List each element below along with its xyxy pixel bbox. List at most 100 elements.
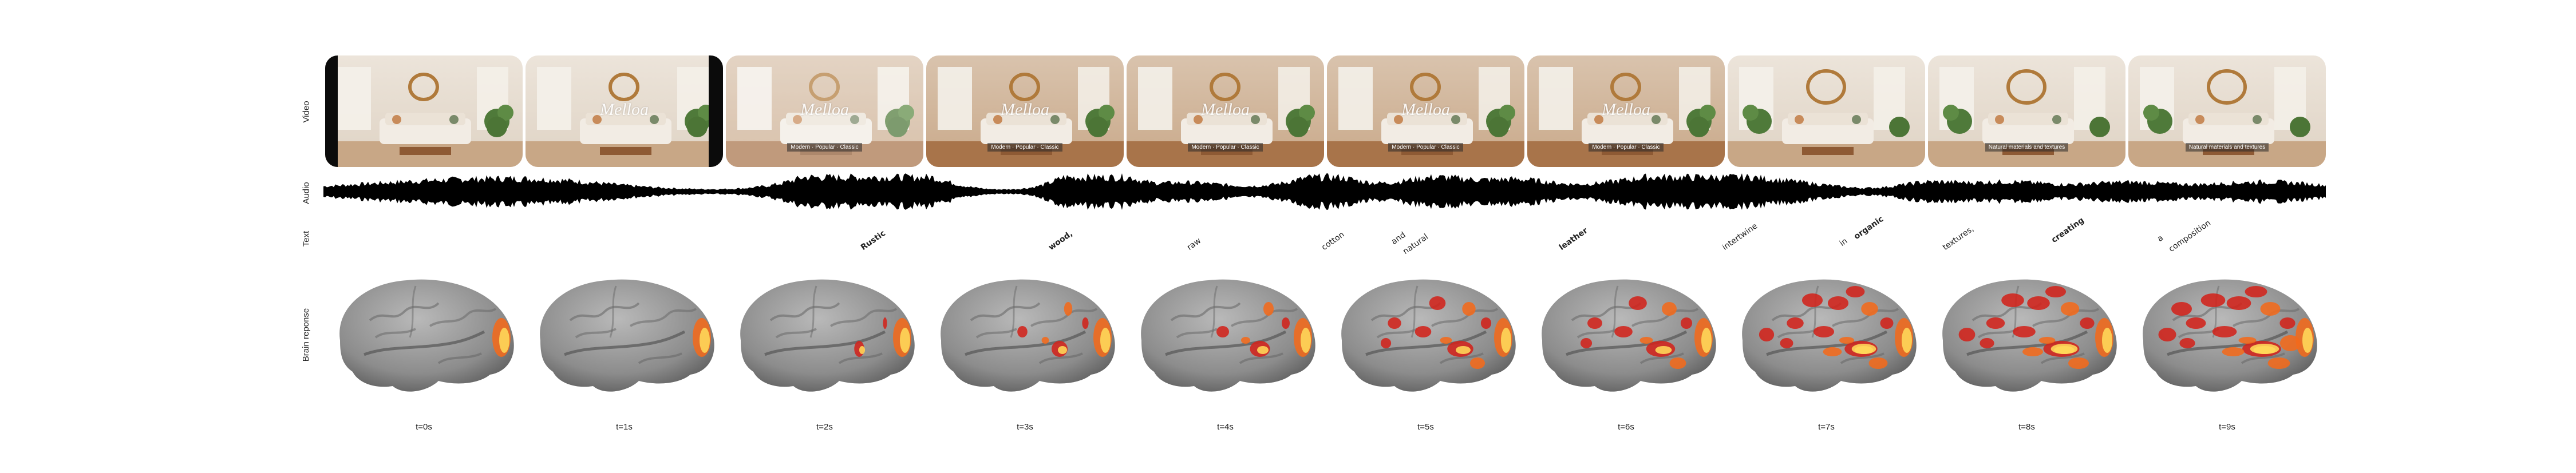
activation-blob bbox=[2050, 344, 2078, 354]
activation-blob bbox=[2027, 296, 2050, 310]
brain-surface bbox=[1332, 269, 1520, 403]
brain-surface bbox=[1933, 269, 2121, 403]
transcript-word: and bbox=[1389, 230, 1408, 247]
activation-blob bbox=[1580, 338, 1593, 348]
brain-surface bbox=[730, 269, 919, 403]
activation-blob bbox=[1880, 317, 1894, 329]
activation-blob bbox=[1839, 337, 1855, 344]
activation-blob bbox=[1801, 293, 1823, 307]
frame-caption: Modern · Popular · Classic bbox=[726, 141, 923, 152]
activation-blob bbox=[2250, 344, 2279, 354]
frame-caption: Natural materials and textures bbox=[1928, 141, 2125, 152]
activation-blob bbox=[2102, 328, 2112, 353]
brain-surface bbox=[2133, 269, 2322, 403]
time-label: t=3s bbox=[1017, 422, 1033, 432]
activation-blob bbox=[2279, 317, 2296, 329]
frame-caption: Modern · Popular · Classic bbox=[926, 141, 1124, 152]
activation-blob bbox=[1462, 302, 1476, 316]
frame-watermark: Melloa bbox=[1001, 100, 1049, 119]
activation-blob bbox=[2200, 293, 2226, 307]
activation-blob bbox=[700, 328, 710, 353]
transcript-word: raw bbox=[1185, 236, 1203, 252]
activation-blob bbox=[1851, 344, 1876, 354]
activation-blob bbox=[859, 346, 865, 354]
activation-blob bbox=[1380, 338, 1392, 348]
activation-blob bbox=[1301, 328, 1311, 353]
activation-blob bbox=[1017, 326, 1028, 337]
brain-surface bbox=[1532, 269, 1721, 403]
activation-blob bbox=[1823, 347, 1842, 356]
activation-blob bbox=[2212, 326, 2237, 337]
transcript-word: intertwine bbox=[1720, 221, 1760, 252]
activation-blob bbox=[1263, 302, 1274, 316]
activation-blob bbox=[2022, 347, 2043, 356]
activation-blob bbox=[1759, 328, 1775, 341]
activation-blob bbox=[2013, 326, 2036, 337]
transcript-word: organic bbox=[1852, 214, 1886, 241]
time-label: t=7s bbox=[1818, 422, 1835, 432]
activation-blob bbox=[1669, 357, 1686, 369]
row-label-audio: Audio bbox=[301, 181, 311, 204]
video-frame bbox=[325, 55, 523, 167]
activation-blob bbox=[1216, 326, 1229, 337]
brain-surface bbox=[1732, 269, 1921, 403]
activation-blob bbox=[1440, 337, 1452, 344]
activation-blob bbox=[1058, 346, 1067, 354]
transcript-word: Rustic bbox=[859, 228, 888, 252]
frame-caption-text: Natural materials and textures bbox=[1985, 143, 2069, 152]
activation-blob bbox=[1282, 317, 1290, 329]
frame-caption-text: Modern · Popular · Classic bbox=[1188, 143, 1263, 152]
frame-caption: Natural materials and textures bbox=[2128, 141, 2326, 152]
activation-blob bbox=[1780, 338, 1793, 348]
activation-blob bbox=[1958, 328, 1976, 341]
frame-caption-text: Modern · Popular · Classic bbox=[1388, 143, 1463, 152]
activation-blob bbox=[2238, 337, 2257, 344]
row-label-brain: Brain reponse bbox=[301, 308, 311, 361]
audio-waveform-path bbox=[323, 173, 2326, 210]
time-label: t=1s bbox=[616, 422, 633, 432]
frame-watermark: Melloa bbox=[600, 100, 649, 119]
activation-blob bbox=[1480, 317, 1492, 329]
activation-blob bbox=[2222, 347, 2245, 356]
activation-blob bbox=[2158, 328, 2176, 341]
row-label-text: Text bbox=[301, 230, 311, 247]
brain-surface bbox=[530, 269, 719, 403]
frame-caption: Modern · Popular · Classic bbox=[1327, 141, 1524, 152]
activation-blob bbox=[2267, 357, 2290, 369]
activation-blob bbox=[2068, 357, 2089, 369]
activation-blob bbox=[1429, 296, 1446, 310]
activation-blob bbox=[1902, 328, 1912, 353]
transcript-word: creating bbox=[2049, 216, 2086, 245]
frame-watermark: Melloa bbox=[1201, 100, 1250, 119]
activation-blob bbox=[1662, 302, 1677, 316]
transcript-word: cotton bbox=[1319, 230, 1346, 252]
transcript-word: wood, bbox=[1046, 229, 1074, 252]
activation-blob bbox=[900, 328, 910, 353]
time-label: t=0s bbox=[416, 422, 432, 432]
activation-blob bbox=[1655, 346, 1672, 354]
time-label: t=4s bbox=[1217, 422, 1234, 432]
transcript-word: leather bbox=[1557, 226, 1590, 252]
brain-surface bbox=[931, 269, 1120, 403]
activation-blob bbox=[1868, 357, 1888, 369]
time-label: t=8s bbox=[2018, 422, 2035, 432]
activation-blob bbox=[1680, 317, 1693, 329]
activation-blob bbox=[1388, 317, 1401, 329]
time-label: t=2s bbox=[816, 422, 833, 432]
activation-blob bbox=[2171, 302, 2192, 316]
activation-blob bbox=[1986, 317, 2005, 329]
brain-surface bbox=[330, 269, 519, 403]
transcript-word: in bbox=[1838, 236, 1850, 248]
activation-blob bbox=[1787, 317, 1804, 329]
activation-blob bbox=[1501, 328, 1511, 353]
activation-blob bbox=[2045, 286, 2066, 297]
activation-blob bbox=[1041, 337, 1049, 344]
activation-blob bbox=[2280, 335, 2301, 351]
video-frame: Melloa bbox=[526, 55, 723, 167]
frame-caption: Modern · Popular · Classic bbox=[1127, 141, 1324, 152]
video-frame: Natural materials and textures bbox=[2128, 55, 2326, 167]
